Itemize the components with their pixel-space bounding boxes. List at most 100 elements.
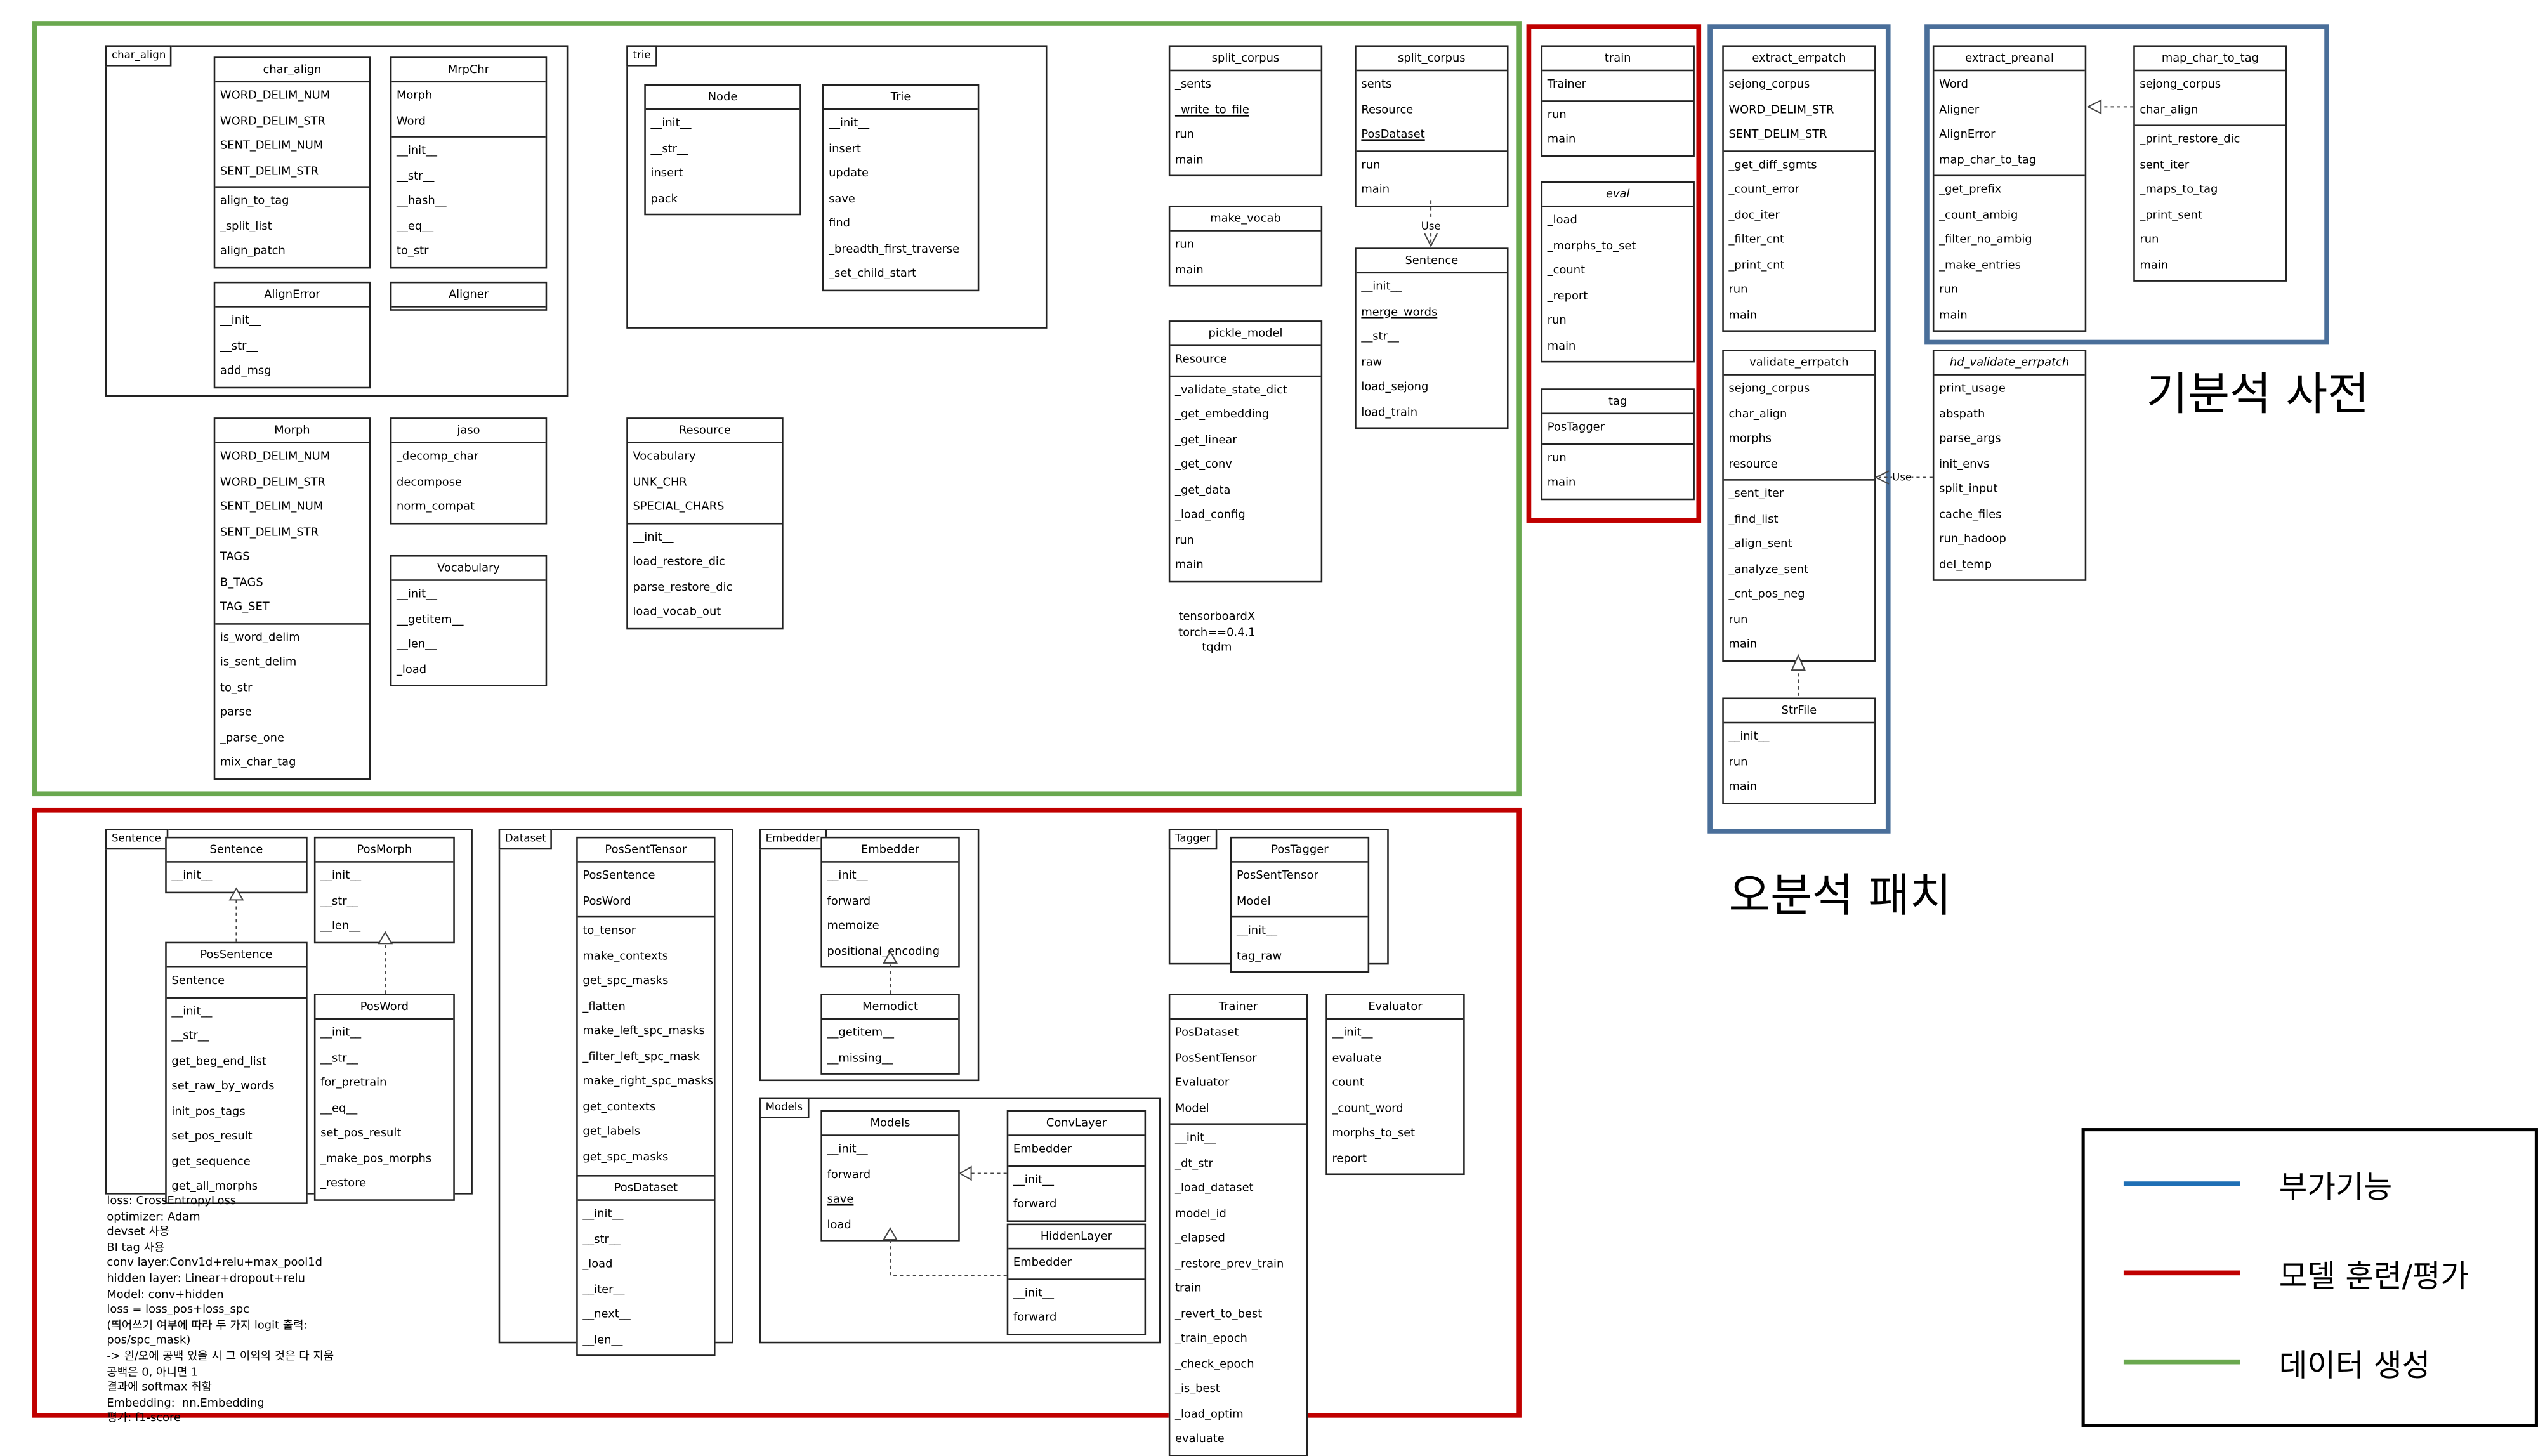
- class-method: run: [1728, 612, 1748, 626]
- class-method: _load: [1547, 213, 1577, 227]
- data-generation-region: [32, 21, 1522, 797]
- class-method: main: [1939, 308, 1968, 322]
- class-method: __str__: [171, 1029, 209, 1042]
- class-method: main: [1547, 133, 1576, 146]
- class-method: __str__: [320, 1051, 358, 1065]
- class-method: main: [1547, 339, 1576, 352]
- class-name: PosSentence: [166, 943, 306, 968]
- class-attributes: Resource: [1170, 346, 1321, 377]
- class-name: train: [1542, 47, 1693, 72]
- class-name: Memodict: [822, 995, 959, 1020]
- class-method: load: [827, 1217, 851, 1231]
- class-method: print_usage: [1939, 382, 2006, 395]
- class-attribute: Embedder: [1013, 1256, 1072, 1269]
- class-operations: __init____str____hash____eq__to_str: [391, 138, 545, 266]
- class-method: __str__: [1361, 330, 1399, 343]
- class-attribute: SENT_DELIM_NUM: [220, 139, 324, 152]
- class-method: _filter_cnt: [1728, 233, 1785, 246]
- class-method: __iter__: [582, 1282, 625, 1296]
- class-method: get_all_morphs: [171, 1179, 258, 1193]
- class-method: __init__: [171, 1004, 213, 1018]
- class-method: forward: [827, 1167, 871, 1181]
- class-method: run: [1175, 237, 1195, 251]
- class-method: init_pos_tags: [171, 1105, 246, 1118]
- class-method: norm_compat: [396, 500, 475, 513]
- class-name: Resource: [628, 419, 782, 443]
- class-attribute: WORD_DELIM_NUM: [220, 450, 331, 463]
- class-method: main: [1361, 183, 1390, 196]
- class-method: _decomp_char: [396, 450, 479, 463]
- class-method: load_sejong: [1361, 380, 1429, 393]
- class-operations: __getitem____missing__: [822, 1020, 958, 1073]
- class-method: get_beg_end_list: [171, 1054, 267, 1068]
- class-operations: __init__forward: [1008, 1280, 1144, 1333]
- class-method: __init__: [1013, 1172, 1054, 1186]
- class-method: run: [1175, 533, 1195, 546]
- class-method: _load_optim: [1175, 1407, 1244, 1420]
- class-attribute: SENT_DELIM_STR: [1728, 128, 1827, 141]
- class-method: decompose: [396, 475, 463, 489]
- class-method: __init__: [1236, 924, 1277, 938]
- use-label: Use: [1892, 471, 1912, 484]
- class-method: __len__: [396, 638, 437, 651]
- class-method: _filter_left_spc_mask: [582, 1049, 700, 1063]
- class-method: run: [1547, 450, 1567, 464]
- class-method: parse: [220, 705, 252, 719]
- class-method: __str__: [582, 1232, 621, 1245]
- preanalysis-dictionary-region: [1924, 24, 2329, 345]
- class-method: for_pretrain: [320, 1076, 387, 1089]
- class-name: PosWord: [315, 995, 454, 1020]
- class-operations: _validate_state_dict_get_embedding_get_l…: [1170, 376, 1320, 580]
- class-name: hd_validate_errpatch: [1934, 351, 2085, 376]
- class-method: get_labels: [582, 1124, 641, 1138]
- class-operations: __init____str__add_msg: [215, 308, 369, 386]
- class-method: set_pos_result: [320, 1126, 402, 1139]
- class-method: insert: [829, 141, 862, 155]
- class-method: parse_args: [1939, 432, 2001, 445]
- class-operations: _sent_iter_find_list_align_sent_analyze_…: [1724, 481, 1874, 660]
- class-name: validate_errpatch: [1723, 351, 1875, 376]
- class-method: _restore_prev_train: [1175, 1256, 1284, 1270]
- class-name: make_vocab: [1170, 207, 1321, 232]
- class-method: _count_error: [1728, 183, 1799, 196]
- legend-swatch: [2123, 1181, 2240, 1186]
- class-name: Embedder: [822, 838, 959, 863]
- class-method: set_pos_result: [171, 1129, 253, 1143]
- class-method: main: [1728, 308, 1758, 322]
- class-method: main: [1175, 153, 1204, 166]
- class-method: is_sent_delim: [220, 655, 297, 669]
- class-method: get_sequence: [171, 1155, 251, 1168]
- class-name: eval: [1542, 183, 1693, 207]
- class-method: report: [1332, 1151, 1367, 1165]
- class-method: __init__: [1175, 1131, 1216, 1144]
- package-tab: char_align: [105, 45, 173, 67]
- class-attribute: Evaluator: [1175, 1076, 1230, 1089]
- class-method: run: [1547, 107, 1567, 121]
- class-operations: __init____str__for_pretrain__eq__set_pos…: [315, 1020, 453, 1198]
- class-method: _sent_iter: [1728, 487, 1784, 501]
- class-attribute: SENT_DELIM_STR: [220, 164, 319, 178]
- class-method: _load: [396, 662, 427, 676]
- class-method: _filter_no_ambig: [1939, 233, 2032, 246]
- model-train-eval-region: [32, 807, 1522, 1418]
- class-method: __init__: [320, 869, 362, 882]
- class-method: __len__: [320, 919, 361, 933]
